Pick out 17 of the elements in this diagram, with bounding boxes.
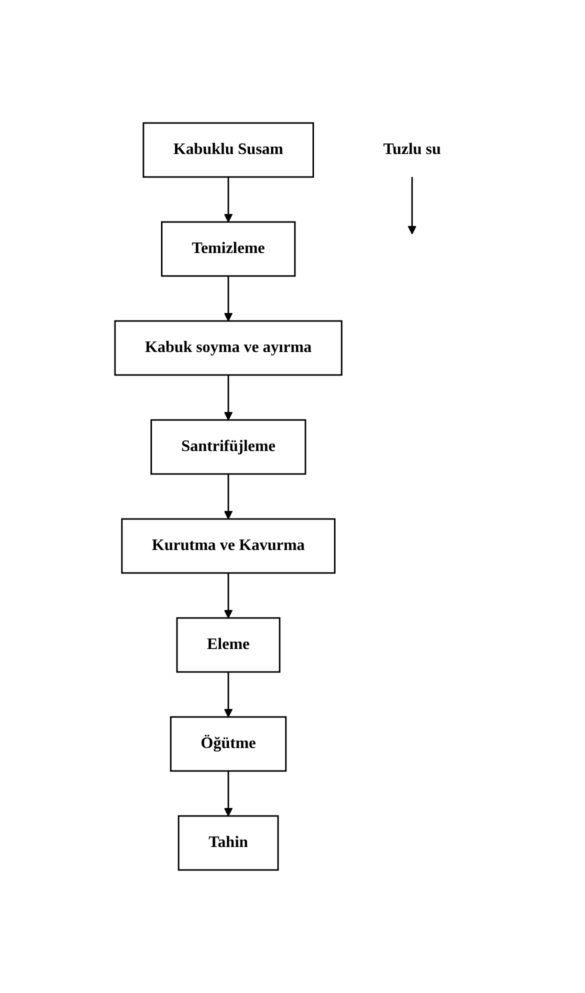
- arrow: [223, 177, 232, 222]
- node-text: Tuzlu su: [382, 141, 440, 158]
- node-box: Kabuk soyma ve ayırma: [114, 320, 342, 376]
- node-box: Eleme: [176, 617, 280, 673]
- node-box: Kabuklu Susam: [142, 122, 314, 178]
- arrow: [407, 177, 416, 234]
- arrow: [223, 375, 232, 420]
- node-box: Tahin: [177, 815, 278, 871]
- arrow: [223, 672, 232, 718]
- node-box: Kurutma ve Kavurma: [120, 518, 336, 574]
- node-box: Öğütme: [170, 716, 286, 772]
- arrow: [223, 771, 232, 816]
- arrow: [223, 474, 232, 520]
- node-box: Santrifüjleme: [150, 419, 306, 475]
- arrow: [223, 573, 232, 618]
- arrow: [223, 276, 232, 322]
- node-box: Temizleme: [160, 221, 296, 277]
